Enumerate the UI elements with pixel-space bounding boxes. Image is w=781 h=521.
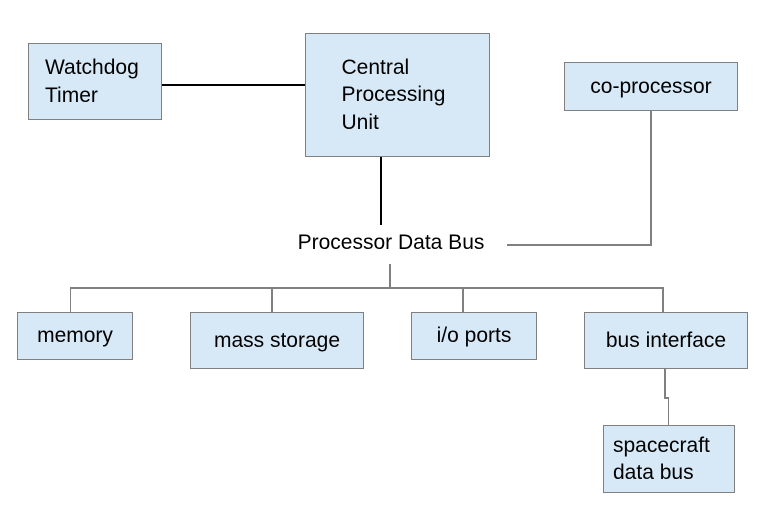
connector-coprocessor-horizontal xyxy=(507,244,652,246)
connector-businterface-spacecraft-lower xyxy=(667,397,669,425)
node-co-processor: co-processor xyxy=(564,62,738,111)
node-watchdog-timer: Watchdog Timer xyxy=(28,43,162,120)
connector-drop-io-ports xyxy=(462,287,464,312)
connector-drop-mass-storage xyxy=(271,287,273,312)
node-central-processing-unit-label: Central Processing Unit xyxy=(341,56,446,134)
connector-watchdog-cpu xyxy=(162,84,305,86)
node-bus-interface-label: bus interface xyxy=(605,328,727,352)
node-memory-label: memory xyxy=(37,324,113,348)
node-watchdog-timer-label: Watchdog Timer xyxy=(45,56,139,107)
connector-bus-horizontal xyxy=(69,287,664,289)
connector-businterface-spacecraft-upper xyxy=(664,369,666,398)
node-co-processor-label: co-processor xyxy=(590,74,712,98)
node-mass-storage: mass storage xyxy=(190,312,364,369)
connector-businterface-spacecraft-jog xyxy=(664,397,669,399)
node-central-processing-unit: Central Processing Unit xyxy=(305,33,490,157)
node-memory: memory xyxy=(17,312,133,360)
node-io-ports: i/o ports xyxy=(411,312,537,360)
node-mass-storage-label: mass storage xyxy=(213,328,341,352)
connector-drop-bus-interface xyxy=(662,287,664,312)
connector-coprocessor-vertical xyxy=(650,111,652,245)
node-bus-interface: bus interface xyxy=(584,312,748,369)
node-spacecraft-data-bus: spacecraft data bus xyxy=(603,425,735,493)
processor-data-bus-label: Processor Data Bus xyxy=(297,231,485,254)
connector-databus-stem xyxy=(389,264,391,288)
node-io-ports-label: i/o ports xyxy=(436,324,512,348)
node-spacecraft-data-bus-label: spacecraft data bus xyxy=(613,433,710,484)
connector-cpu-databus xyxy=(380,157,382,225)
connector-drop-memory xyxy=(69,287,71,312)
